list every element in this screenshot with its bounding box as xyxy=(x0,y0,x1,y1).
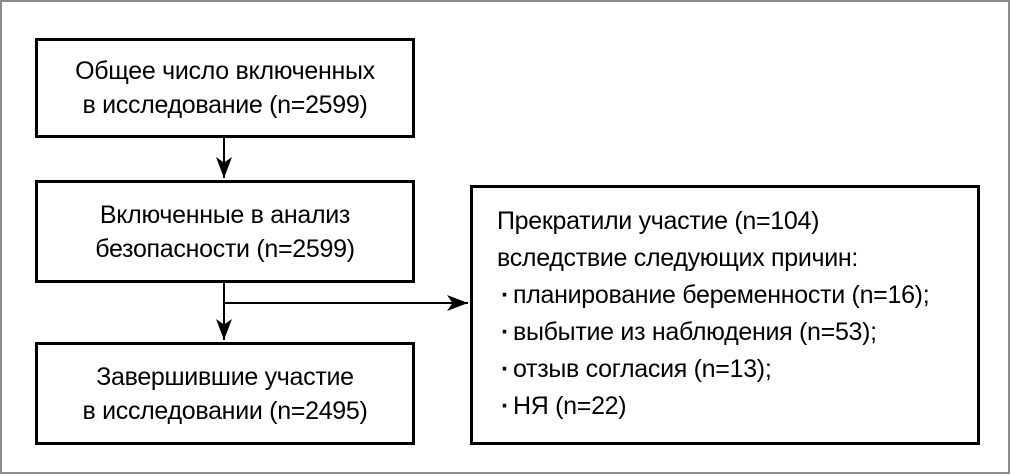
list-item: · выбытие из наблюдения (n=53); xyxy=(497,314,967,351)
bullet-icon: · xyxy=(500,392,510,420)
box-safety-line2: безопасности (n=2599) xyxy=(95,234,355,263)
reason-adverse-events: НЯ (n=22) xyxy=(513,392,627,420)
reason-consent-withdrawn: отзыв согласия (n=13); xyxy=(513,355,772,383)
discontinued-reason-list: · планирование беременности (n=16); · вы… xyxy=(497,277,967,425)
bullet-icon: · xyxy=(500,355,510,383)
discontinued-intro-line1: Прекратили участие (n=104) xyxy=(497,207,820,235)
bullet-icon: · xyxy=(500,318,510,346)
discontinued-intro-line2: вследствие следующих причин: xyxy=(497,244,859,272)
list-item: · планирование беременности (n=16); xyxy=(497,277,967,314)
box-discontinued-reasons: Прекратили участие (n=104) вследствие сл… xyxy=(470,185,980,445)
bullet-icon: · xyxy=(500,281,510,309)
reason-pregnancy: планирование беременности (n=16); xyxy=(513,281,930,309)
box-total-line1: Общее число включенных xyxy=(75,57,375,85)
list-item: · НЯ (n=22) xyxy=(497,388,967,425)
box-completed-study: Завершившие участие в исследовании (n=24… xyxy=(35,342,415,445)
box-total-line2: в исследование (n=2599) xyxy=(82,91,368,119)
box-safety-line1: Включенные в анализ xyxy=(99,200,351,229)
reason-lost-followup: выбытие из наблюдения (n=53); xyxy=(513,318,877,346)
box-total-included: Общее число включенных в исследование (n… xyxy=(35,38,415,138)
box-completed-line1: Завершившие участие xyxy=(96,362,354,391)
box-safety-analysis: Включенные в анализ безопасности (n=2599… xyxy=(35,180,415,283)
list-item: · отзыв согласия (n=13); xyxy=(497,351,967,388)
box-completed-line2: в исследовании (n=2495) xyxy=(82,396,368,425)
